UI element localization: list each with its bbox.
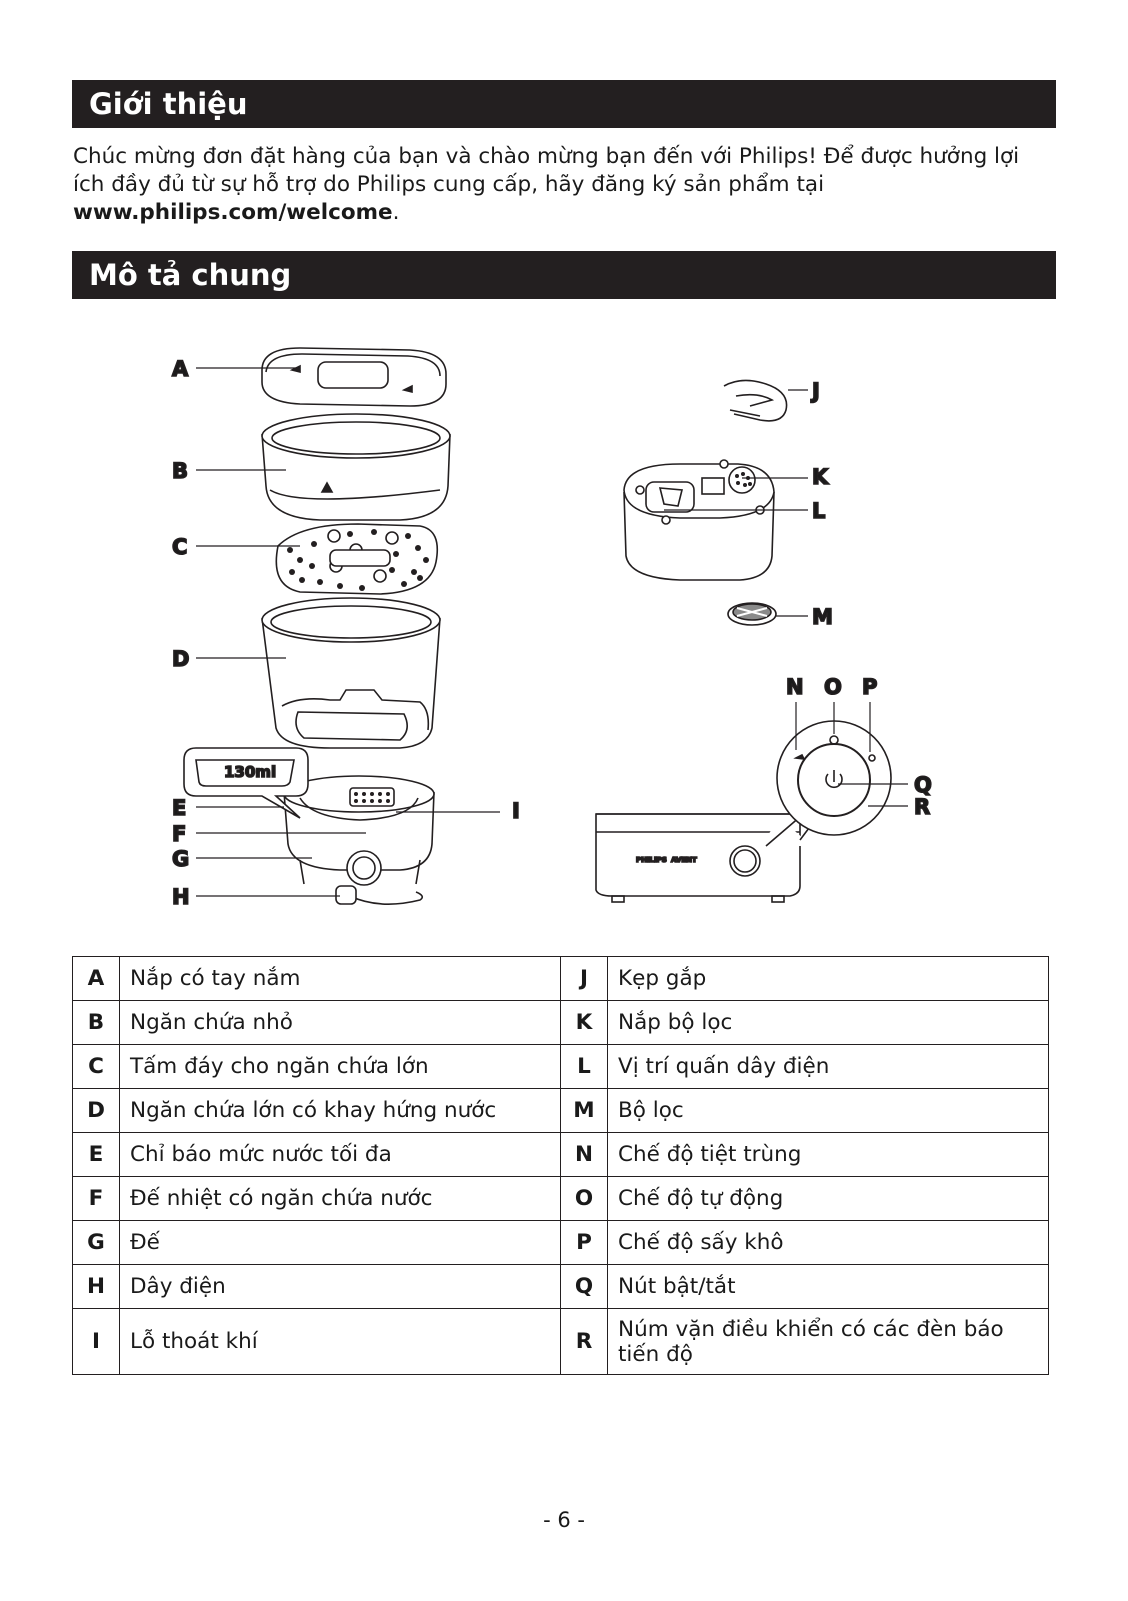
base-front-illustration	[595, 813, 801, 903]
part-name-right: Chế độ tiệt trùng	[607, 1132, 1049, 1177]
part-key-right: J	[560, 956, 608, 1001]
part-key-right: O	[560, 1176, 608, 1221]
bottom-plate-illustration	[275, 523, 439, 595]
part-key-left: C	[72, 1044, 120, 1089]
brand-logo: PHILIPS	[636, 856, 667, 864]
part-name-left: Dây điện	[119, 1264, 561, 1309]
label-b: B	[172, 459, 188, 483]
control-knob-callout	[760, 720, 892, 847]
label-n: N	[786, 675, 804, 699]
heating-base-illustration	[283, 775, 435, 905]
brand-sub: AVENT	[671, 856, 697, 864]
label-c: C	[172, 535, 187, 559]
part-name-right: Nút bật/tắt	[607, 1264, 1049, 1309]
part-key-left: F	[72, 1176, 120, 1221]
part-key-right: L	[560, 1044, 608, 1089]
filter-illustration	[727, 602, 777, 626]
lid-illustration	[261, 347, 447, 407]
part-name-left: Ngăn chứa lớn có khay hứng nước	[119, 1088, 561, 1133]
label-d: D	[172, 647, 189, 671]
label-a: A	[172, 357, 189, 381]
part-key-left: E	[72, 1132, 120, 1177]
part-key-left: D	[72, 1088, 120, 1133]
water-level-text: 130ml	[224, 763, 276, 781]
leader-lines	[196, 367, 908, 897]
part-name-left: Đế	[119, 1220, 561, 1265]
part-name-left: Chỉ báo mức nước tối đa	[119, 1132, 561, 1177]
part-key-left: H	[72, 1264, 120, 1309]
intro-text: Chúc mừng đơn đặt hàng của bạn và chào m…	[73, 144, 1020, 197]
intro-paragraph: Chúc mừng đơn đặt hàng của bạn và chào m…	[73, 143, 1053, 227]
small-basket-illustration	[261, 413, 451, 521]
label-j: J	[810, 379, 820, 403]
part-name-right: Chế độ sấy khô	[607, 1220, 1049, 1265]
label-q: Q	[914, 773, 932, 797]
part-key-left: I	[72, 1308, 120, 1375]
part-name-left: Lỗ thoát khí	[119, 1308, 561, 1375]
label-l: L	[812, 499, 825, 523]
label-k: K	[812, 465, 829, 489]
label-m: M	[812, 605, 833, 629]
part-key-left: G	[72, 1220, 120, 1265]
part-name-right: Kẹp gắp	[607, 956, 1049, 1001]
part-key-right: R	[560, 1308, 608, 1375]
part-name-right: Vị trí quấn dây điện	[607, 1044, 1049, 1089]
label-f: F	[172, 822, 186, 846]
part-key-right: N	[560, 1132, 608, 1177]
large-container-illustration	[261, 597, 441, 749]
label-o: O	[824, 675, 842, 699]
part-name-right: Bộ lọc	[607, 1088, 1049, 1133]
part-key-left: A	[72, 956, 120, 1001]
part-key-right: P	[560, 1220, 608, 1265]
part-name-left: Tấm đáy cho ngăn chứa lớn	[119, 1044, 561, 1089]
label-g: G	[172, 847, 189, 871]
intro-text-end: .	[392, 200, 400, 225]
label-h: H	[172, 885, 190, 909]
part-name-left: Ngăn chứa nhỏ	[119, 1000, 561, 1045]
part-name-right: Nắp bộ lọc	[607, 1000, 1049, 1045]
base-bottom-illustration	[623, 459, 775, 581]
label-i: I	[512, 799, 520, 823]
section-title-overview: Mô tả chung	[72, 251, 1056, 299]
part-name-right: Núm vặn điều khiển có các đèn báo tiến đ…	[607, 1308, 1049, 1375]
part-key-right: K	[560, 1000, 608, 1045]
part-name-right: Chế độ tự động	[607, 1176, 1049, 1221]
part-key-right: Q	[560, 1264, 608, 1309]
part-key-right: M	[560, 1088, 608, 1133]
section-title-intro: Giới thiệu	[72, 80, 1056, 128]
part-key-left: B	[72, 1000, 120, 1045]
tongs-illustration	[723, 379, 788, 422]
page-number: - 6 -	[543, 1508, 585, 1532]
part-name-left: Nắp có tay nắm	[119, 956, 561, 1001]
registration-link[interactable]: www.philips.com/welcome	[73, 200, 393, 225]
label-r: R	[914, 795, 930, 819]
part-name-left: Đế nhiệt có ngăn chứa nước	[119, 1176, 561, 1221]
label-e: E	[172, 796, 186, 820]
water-level-callout	[183, 747, 309, 819]
product-diagram: 130ml PHILIPS AVENT	[0, 340, 1128, 930]
label-p: P	[862, 675, 877, 699]
